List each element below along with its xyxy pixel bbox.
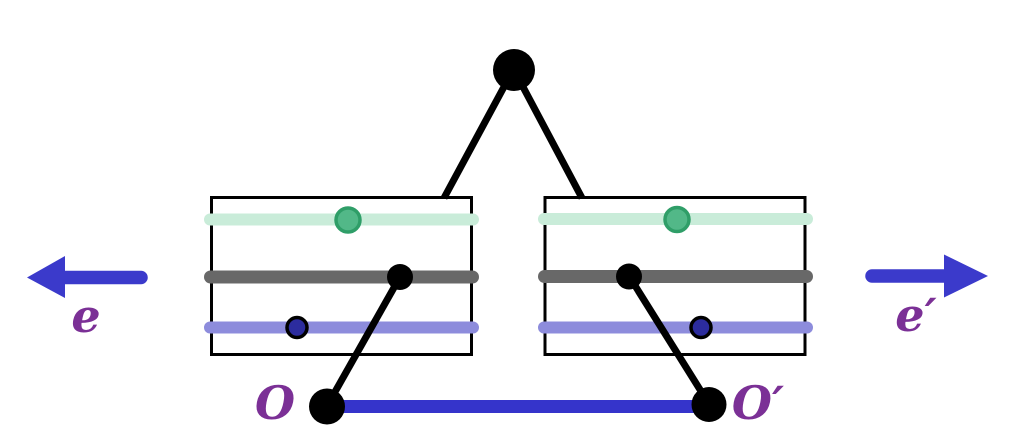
epipole-left-arrow: [27, 256, 148, 298]
left-image-point-dot: [387, 264, 413, 290]
camera-ray-right: [626, 274, 712, 406]
right-green-feature-dot: [663, 205, 691, 234]
right-gray-scanline: [538, 270, 813, 283]
scene-ray-right: [518, 83, 586, 200]
camera-ray-left: [323, 275, 404, 408]
left-navy-feature-dot: [285, 315, 309, 340]
right-navy-feature-dot: [689, 315, 713, 340]
camera-center-left-dot: [309, 388, 345, 425]
scene-ray-left: [440, 83, 509, 200]
origin-left-label: O: [255, 376, 295, 430]
right-lavender-scanline: [538, 321, 813, 334]
epipole-left-label: e: [71, 289, 100, 343]
left-green-feature-dot: [334, 206, 362, 234]
epipole-right-label: e′: [895, 288, 936, 342]
left-lavender-scanline: [204, 321, 479, 334]
epipole-right-arrow-head: [944, 254, 988, 298]
left-gray-scanline: [204, 270, 479, 284]
epipole-left-arrow-head: [27, 256, 65, 298]
origin-right-label: O′: [732, 376, 784, 430]
scene-point-dot: [493, 49, 535, 91]
epipole-right-arrow: [865, 254, 988, 298]
right-image-point-dot: [616, 263, 642, 290]
camera-center-right-dot: [691, 387, 727, 422]
